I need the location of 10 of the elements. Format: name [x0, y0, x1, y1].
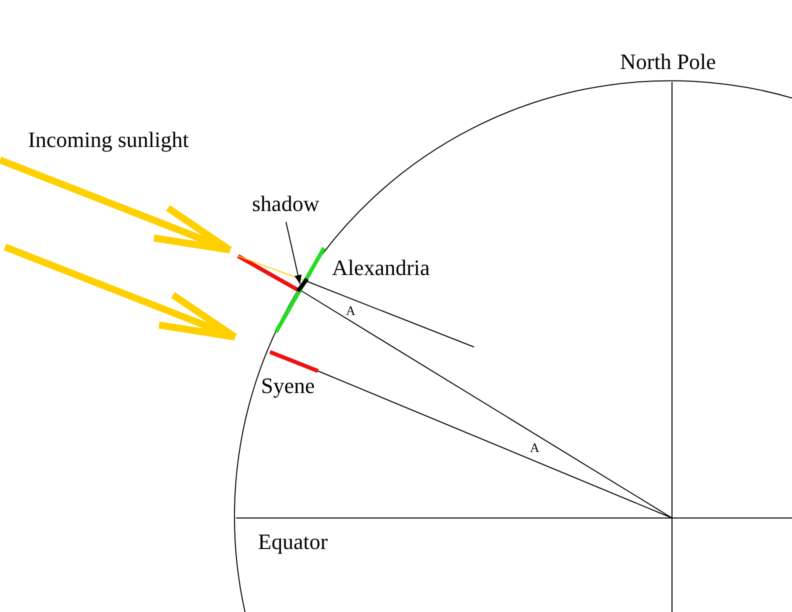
shadow-bar: [296, 278, 309, 292]
leader-line: [286, 222, 302, 284]
angle-label: A: [530, 441, 540, 455]
angle-label: A: [346, 304, 356, 318]
place-label: Alexandria: [332, 256, 430, 280]
pole-label: North Pole: [620, 50, 716, 74]
callout-label: shadow: [252, 192, 320, 216]
caption-text: Incoming sunlight: [28, 128, 189, 152]
place-label: Syene: [261, 374, 315, 398]
equator-label: Equator: [258, 530, 328, 554]
